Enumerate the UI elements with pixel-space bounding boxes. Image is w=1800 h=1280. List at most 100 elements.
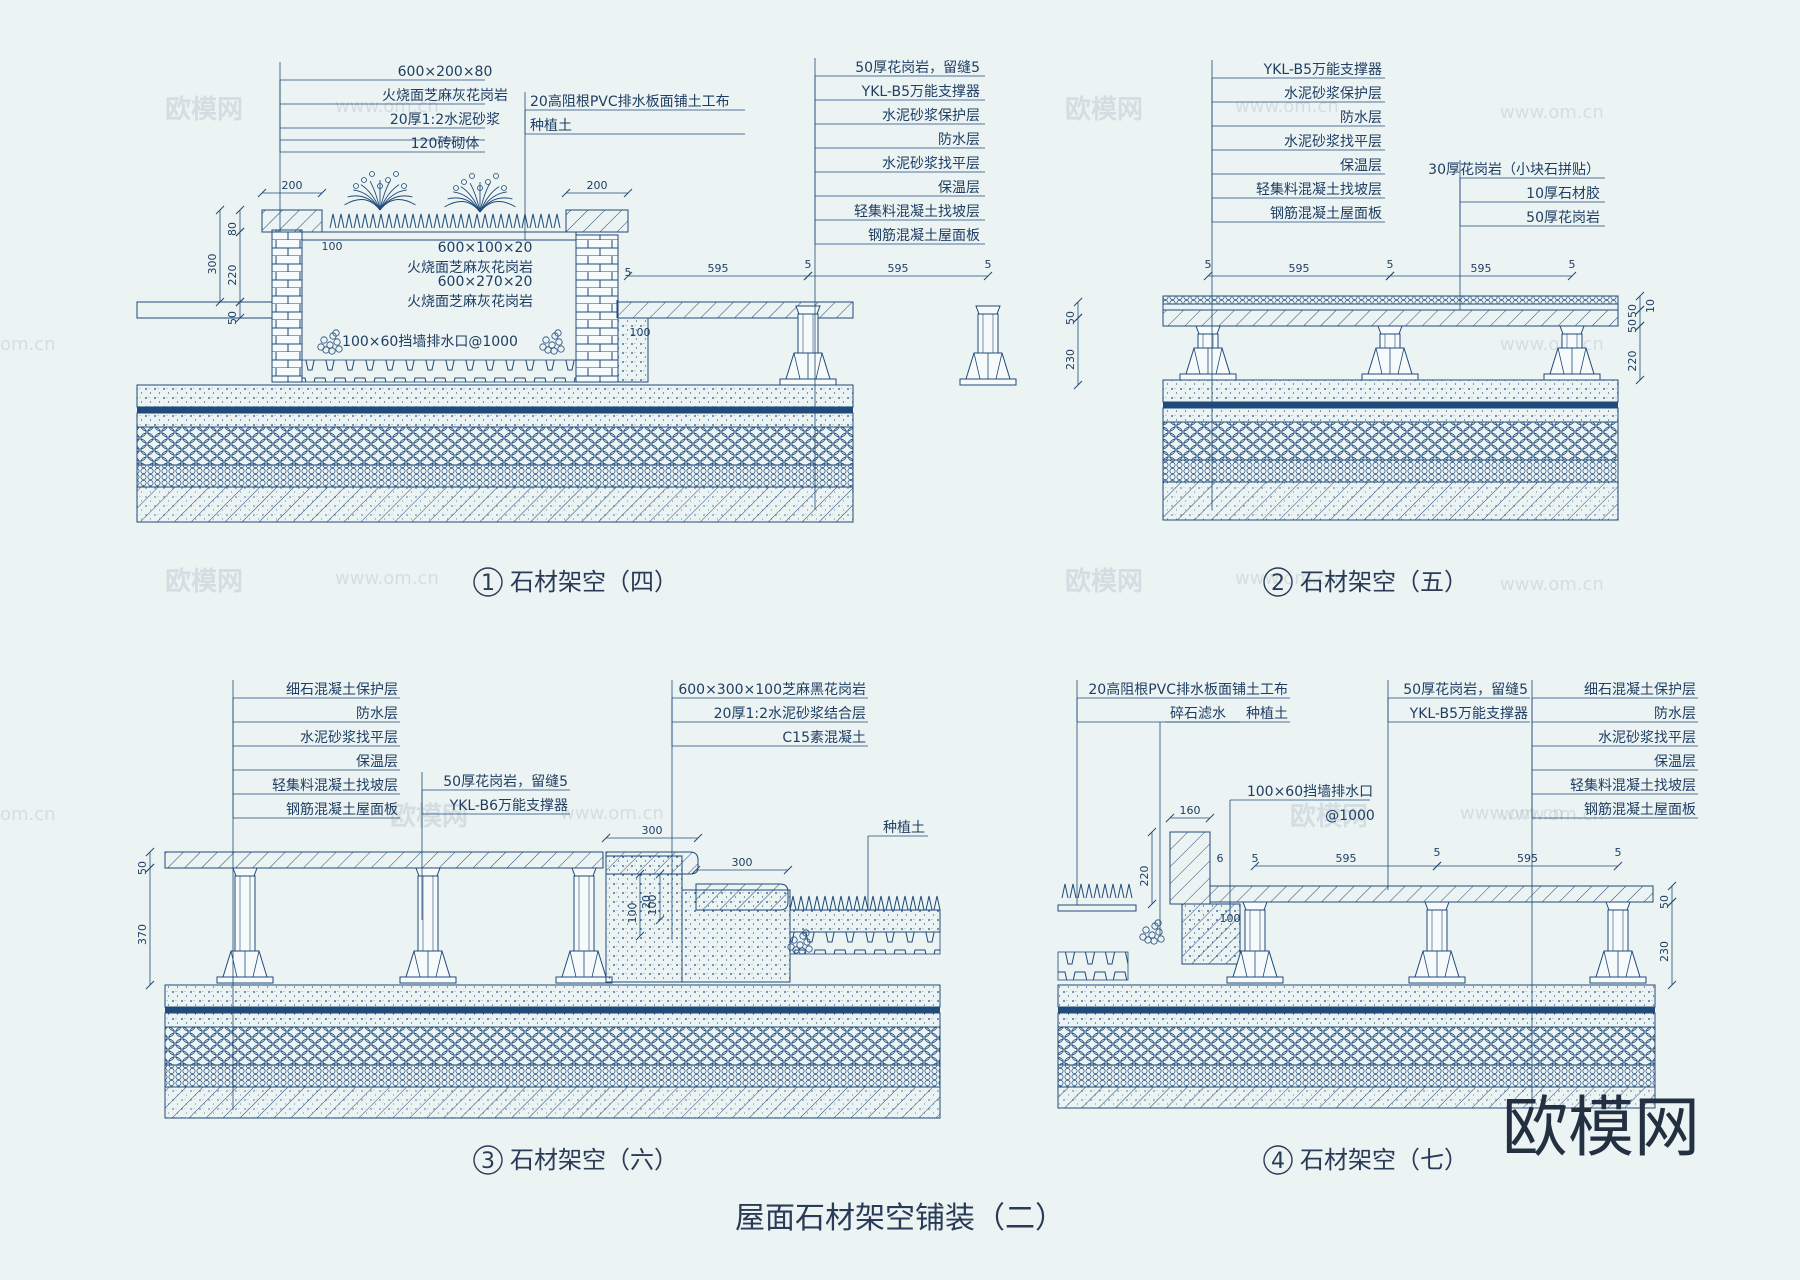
dim-text: 230 <box>1658 941 1671 962</box>
dim-text: 370 <box>136 924 149 945</box>
dim-tick <box>1203 271 1213 281</box>
dim-span-1: 595 <box>1203 262 1395 281</box>
pedestal-support-4a <box>1226 901 1284 984</box>
dim-paving: 50 <box>226 297 245 325</box>
layer-label: 20厚1:2水泥砂浆结合层 <box>714 706 866 722</box>
concrete-aggregate <box>165 1087 940 1118</box>
pedestal-foot <box>1408 976 1466 984</box>
dim-riser-1: 100 <box>626 869 645 941</box>
dim-text: 595 <box>708 262 729 275</box>
dim-tick <box>1205 813 1215 823</box>
dim-text: 50 <box>1626 319 1639 333</box>
watermark-url: www.om.cn <box>1500 102 1604 123</box>
plant-flower <box>353 183 359 189</box>
dim-text: 300 <box>642 824 663 837</box>
gravel-stone <box>805 945 813 953</box>
layer-label: 水泥砂浆保护层 <box>1284 86 1382 102</box>
pedestal-head <box>1605 901 1631 911</box>
pedestal-support-3b <box>399 867 457 984</box>
dim-tick <box>145 980 155 990</box>
watermark-text: 欧模网 <box>165 94 243 125</box>
watermark-url: www.om.cn <box>1500 574 1604 595</box>
layer-label: 50厚花岗岩 <box>1526 210 1600 226</box>
dim-slab: 50 <box>136 847 155 875</box>
insulation-layer <box>1162 421 1619 461</box>
layer-label: 水泥砂浆找平层 <box>1284 134 1382 150</box>
dim-tick <box>623 271 633 281</box>
gravel-stone <box>798 947 806 955</box>
pedestal-foot <box>1543 373 1601 381</box>
layer-label: YKL-B5万能支撑器 <box>1263 62 1382 78</box>
layer-label: 20高阻根PVC排水板面铺土工布 <box>530 93 730 110</box>
dim-text: 5 <box>1569 258 1576 271</box>
caption-text: 石材架空（四） <box>510 568 678 596</box>
watermark-text: 欧模网 <box>1065 566 1143 597</box>
gravel-stone <box>328 347 336 355</box>
gravel-stone <box>1155 928 1163 936</box>
plant-flower <box>393 171 399 177</box>
watermark-url: om.cn <box>0 804 56 825</box>
layer-label: 120砖砌体 <box>411 136 480 152</box>
plant-leaf <box>379 180 391 211</box>
layer-label: 20高阻根PVC排水板面铺土工布 <box>1088 681 1288 698</box>
panel-2-roof-layers <box>1162 379 1619 521</box>
layer-label: 50厚花岗岩，留缝5 <box>855 60 980 76</box>
plant-leaf <box>444 201 481 213</box>
inner-label: 100×60挡墙排水口 <box>1247 784 1373 800</box>
dim-text: 595 <box>1336 852 1357 865</box>
caption-number-circle <box>473 1145 503 1175</box>
dim-text: 6 <box>1217 852 1224 865</box>
dim-tick <box>635 931 645 941</box>
dim-wall-width: 160 <box>1165 804 1215 823</box>
caption-number: 2 <box>1271 571 1285 596</box>
caption-number-circle <box>1263 1145 1293 1175</box>
caption-number: 3 <box>481 1149 495 1174</box>
dim-slab: 50 <box>1064 297 1083 325</box>
layer-label: 水泥砂浆找平层 <box>300 730 398 746</box>
dim-tick <box>623 188 633 198</box>
dim-text: 5 <box>805 258 812 271</box>
gravel-icon-2 <box>539 329 565 355</box>
layer-label: 钢筋混凝土屋面板 <box>286 801 398 818</box>
pedestal-ribs <box>1603 950 1633 978</box>
dim-tick <box>1667 881 1677 891</box>
plant-leaf <box>460 186 481 213</box>
pedestal-head <box>1559 325 1585 335</box>
panel-1: 600×200×80火烧面芝麻灰花岗岩20厚1:2水泥砂浆120砖砌体20高阻根… <box>136 58 1083 597</box>
protection-layer <box>1057 984 1656 1008</box>
dim-text: 220 <box>226 265 239 286</box>
drain-board-4 <box>1057 951 1129 981</box>
watermark-text: 欧模网 <box>1065 94 1143 125</box>
caption-text: 石材架空（七） <box>1300 1146 1468 1174</box>
granite-slab-4 <box>1209 885 1654 903</box>
layer-label: 保温层 <box>356 754 398 770</box>
layer-label: YKL-B5万能支撑器 <box>861 84 980 100</box>
dim-text: 50 <box>226 311 239 325</box>
watermark-url: www.om.cn <box>1500 334 1604 355</box>
dim-tick <box>1567 271 1577 281</box>
layer-label: 600×200×80 <box>398 64 493 80</box>
drain-board-3 <box>789 931 941 955</box>
watermark-url: www.om.cn <box>1235 568 1339 589</box>
gravel-stone <box>802 929 810 937</box>
pedestal-ribs <box>793 352 823 380</box>
layer-label: 20厚1:2水泥砂浆 <box>390 112 500 128</box>
brand-watermark: 欧模网 <box>1502 1089 1700 1166</box>
leveling-layer <box>1057 1012 1656 1028</box>
plant-flower <box>469 173 475 179</box>
pedestal-support-3a <box>216 867 274 984</box>
dim-text: 5 <box>625 266 632 279</box>
dim-text: 5 <box>1252 852 1259 865</box>
plant-leaf <box>479 201 516 213</box>
dim-text: 5 <box>985 258 992 271</box>
pedestal-foot <box>399 976 457 984</box>
waterproof-layer <box>137 407 853 413</box>
drain-board-1 <box>301 359 577 383</box>
pedestal-ribs <box>1375 347 1405 375</box>
dim-text: 595 <box>1517 852 1538 865</box>
layer-label: 轻集料混凝土找坡层 <box>1570 777 1696 794</box>
